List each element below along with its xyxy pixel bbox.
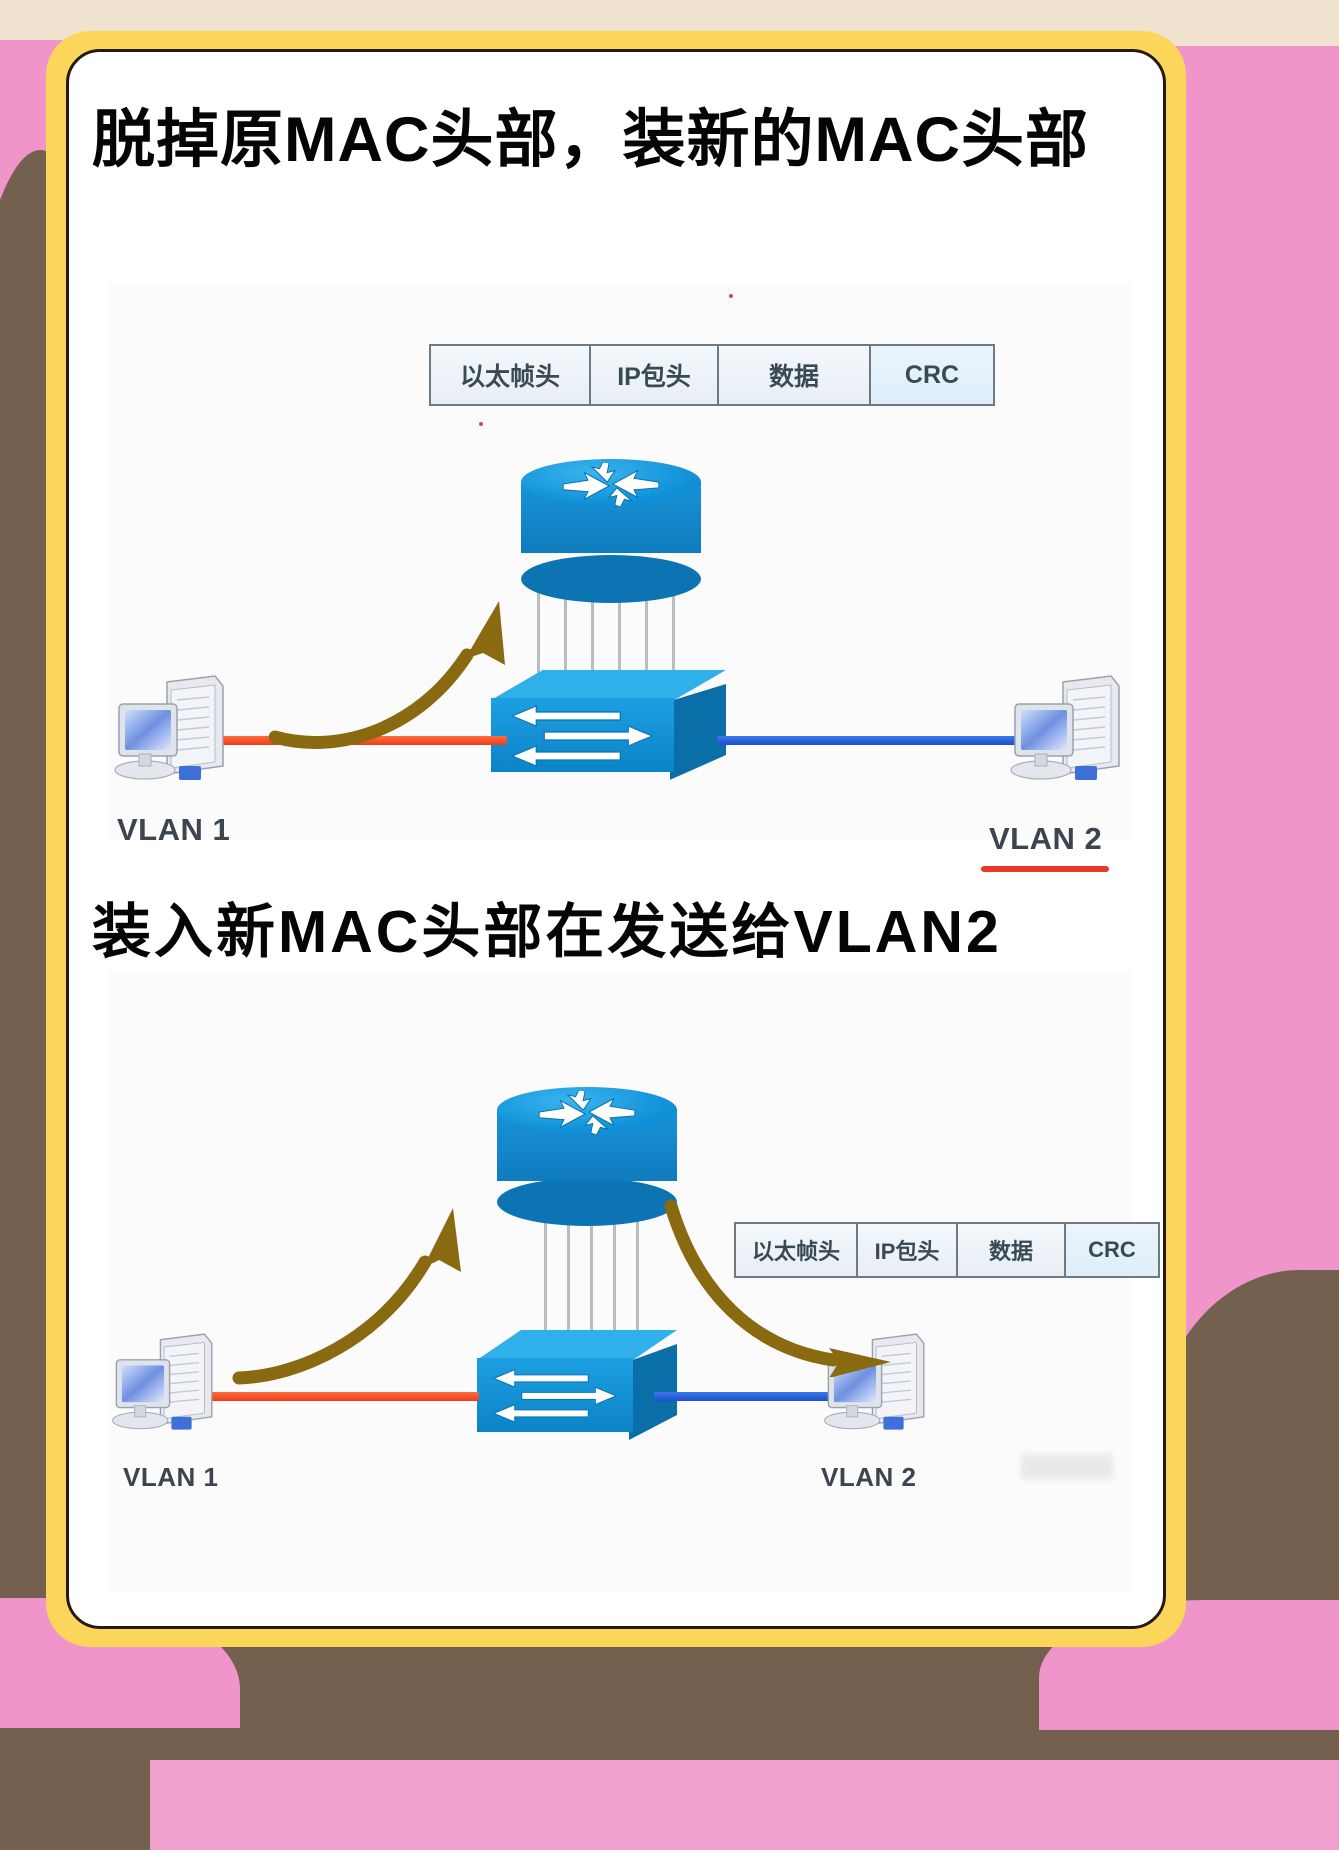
computer-icon-vlan2 [1007, 674, 1129, 804]
label-vlan1-bottom: VLAN 1 [123, 1462, 219, 1492]
page-title-2: 装入新MAC头部在发送给VLAN2 [92, 899, 1002, 965]
router-icon [497, 1087, 677, 1226]
router-arrows-icon [562, 463, 660, 507]
frame-cell-eth-header: 以太帧头 [431, 346, 591, 404]
frame-table-bottom: 以太帧头 IP包头 数据 CRC [734, 1222, 1160, 1278]
trunk-line [636, 1192, 639, 1347]
label-vlan2-bottom: VLAN 2 [821, 1462, 917, 1492]
trunk-line [537, 574, 540, 689]
label-vlan2-top: VLAN 2 [989, 821, 1103, 856]
frame-cell-eth-header: 以太帧头 [736, 1224, 858, 1276]
computer-icon-vlan1 [111, 674, 233, 804]
frame-cell-crc: CRC [871, 346, 993, 404]
trunk-line [590, 1192, 593, 1347]
diagram-bottom: 以太帧头 IP包头 数据 CRC [109, 972, 1160, 1592]
switch-icon [477, 1330, 677, 1444]
trunk-line [645, 574, 648, 689]
trunk-line [618, 574, 621, 689]
flow-arrow-up-icon [232, 1208, 461, 1385]
switch-icon [491, 670, 726, 789]
trunk-line [544, 1192, 547, 1347]
computer-icon-vlan2 [821, 1332, 933, 1452]
frame-cell-ip-header: IP包头 [858, 1224, 958, 1276]
flow-arrow-up-icon [269, 601, 505, 749]
trunk-line [672, 574, 675, 689]
cable-vlan2 [654, 1392, 869, 1401]
switch-arrows-icon [511, 705, 655, 767]
speck-mark [479, 422, 483, 426]
speck-mark [729, 294, 733, 298]
trunk-line [567, 1192, 570, 1347]
blurred-watermark [1021, 1454, 1113, 1480]
trunk-line [613, 1192, 616, 1347]
flow-arrow-down-icon [664, 1199, 891, 1377]
cable-vlan2 [717, 736, 1027, 745]
computer-icon-vlan1 [109, 1332, 221, 1452]
content-card: 脱掉原MAC头部，装新的MAC头部 以太帧头 IP包头 数据 CRC [66, 49, 1166, 1629]
cable-vlan1 [209, 1392, 479, 1401]
switch-arrows-icon [492, 1368, 618, 1423]
frame-cell-crc: CRC [1066, 1224, 1158, 1276]
frame-cell-ip-header: IP包头 [591, 346, 719, 404]
frame-cell-data: 数据 [719, 346, 871, 404]
frame-table-top: 以太帧头 IP包头 数据 CRC [429, 344, 995, 406]
frame-cell-data: 数据 [958, 1224, 1066, 1276]
label-vlan1-top: VLAN 1 [117, 812, 231, 847]
trunk-line [591, 574, 594, 689]
diagram-top: 以太帧头 IP包头 数据 CRC [109, 284, 1131, 872]
page-title-1: 脱掉原MAC头部，装新的MAC头部 [92, 105, 1089, 175]
router-arrows-icon [538, 1091, 636, 1135]
router-icon [521, 459, 701, 603]
red-underline-vlan2 [981, 866, 1109, 872]
trunk-line [564, 574, 567, 689]
